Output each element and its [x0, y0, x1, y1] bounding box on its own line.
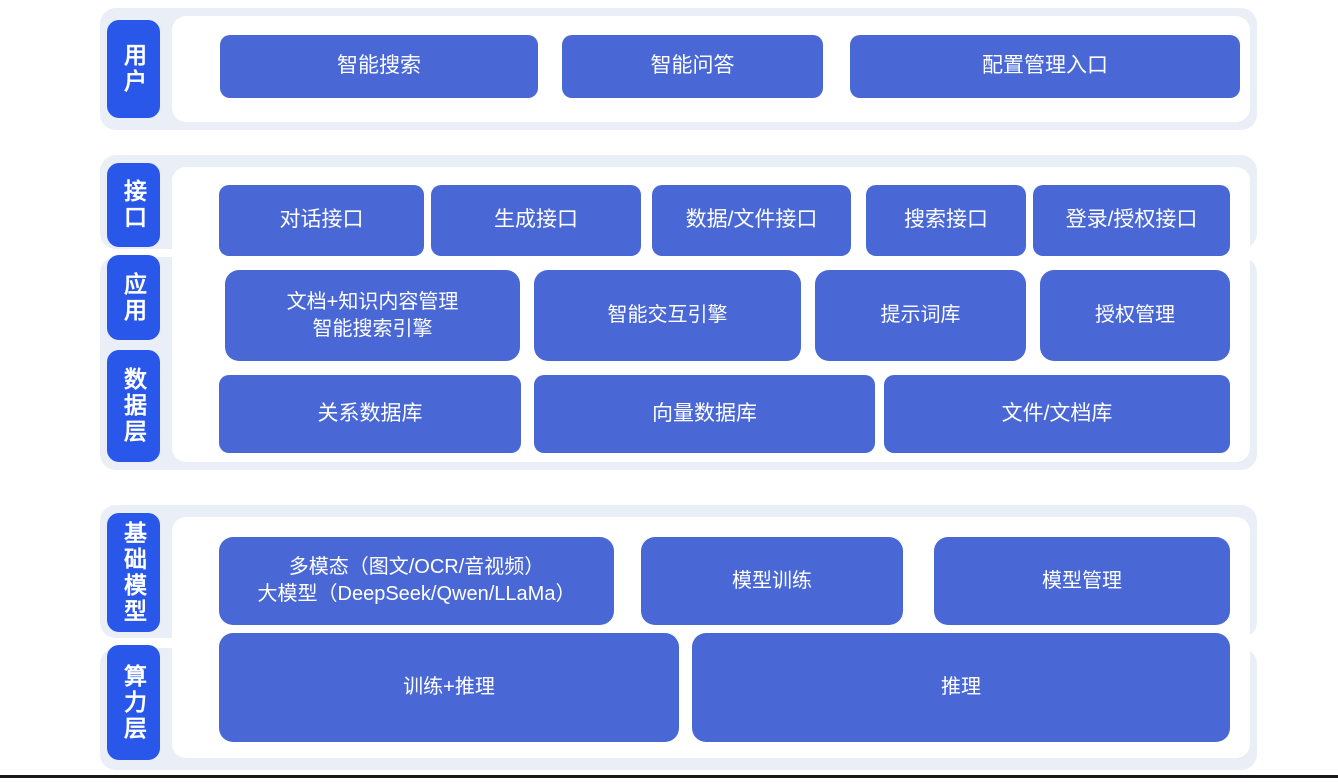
block-login-auth-api: 登录/授权接口	[1033, 185, 1230, 256]
bottom-rule	[0, 775, 1338, 778]
block-training-inference: 训练+推理	[219, 633, 679, 742]
block-auth-mgmt: 授权管理	[1040, 270, 1230, 361]
block-file-doc-store: 文件/文档库	[884, 375, 1230, 453]
block-data-file-api: 数据/文件接口	[652, 185, 851, 256]
layer-label-compute: 算力层	[107, 645, 160, 760]
block-relational-db: 关系数据库	[219, 375, 521, 453]
row-application-blocks: 文档+知识内容管理 智能搜索引擎 智能交互引擎 提示词库 授权管理	[225, 270, 1230, 361]
layer-label-foundation: 基础模型	[107, 513, 160, 632]
block-smart-search: 智能搜索	[220, 35, 538, 98]
row-compute-blocks: 训练+推理 推理	[219, 633, 1230, 742]
block-interactive-engine: 智能交互引擎	[534, 270, 801, 361]
block-search-api: 搜索接口	[866, 185, 1026, 256]
row-data-blocks: 关系数据库 向量数据库 文件/文档库	[219, 375, 1230, 453]
block-inference: 推理	[692, 633, 1230, 742]
block-prompt-library: 提示词库	[815, 270, 1026, 361]
row-foundation-blocks: 多模态（图文/OCR/音视频） 大模型（DeepSeek/Qwen/LLaMa）…	[219, 537, 1230, 625]
row-user-blocks: 智能搜索 智能问答 配置管理入口	[220, 35, 1240, 98]
block-dialog-api: 对话接口	[219, 185, 424, 256]
block-multimodal-llm: 多模态（图文/OCR/音视频） 大模型（DeepSeek/Qwen/LLaMa）	[219, 537, 614, 625]
block-model-mgmt: 模型管理	[934, 537, 1230, 625]
layer-label-data: 数据层	[107, 350, 160, 462]
block-doc-knowledge-mgmt: 文档+知识内容管理 智能搜索引擎	[225, 270, 520, 361]
layer-label-user: 用户	[107, 20, 160, 118]
block-vector-db: 向量数据库	[534, 375, 875, 453]
layer-label-interface: 接口	[107, 163, 160, 247]
block-generation-api: 生成接口	[431, 185, 641, 256]
row-interface-blocks: 对话接口 生成接口 数据/文件接口 搜索接口 登录/授权接口	[219, 185, 1230, 256]
block-model-training: 模型训练	[641, 537, 903, 625]
block-config-entry: 配置管理入口	[850, 35, 1240, 98]
block-smart-qa: 智能问答	[562, 35, 823, 98]
layer-label-application: 应用	[107, 255, 160, 340]
